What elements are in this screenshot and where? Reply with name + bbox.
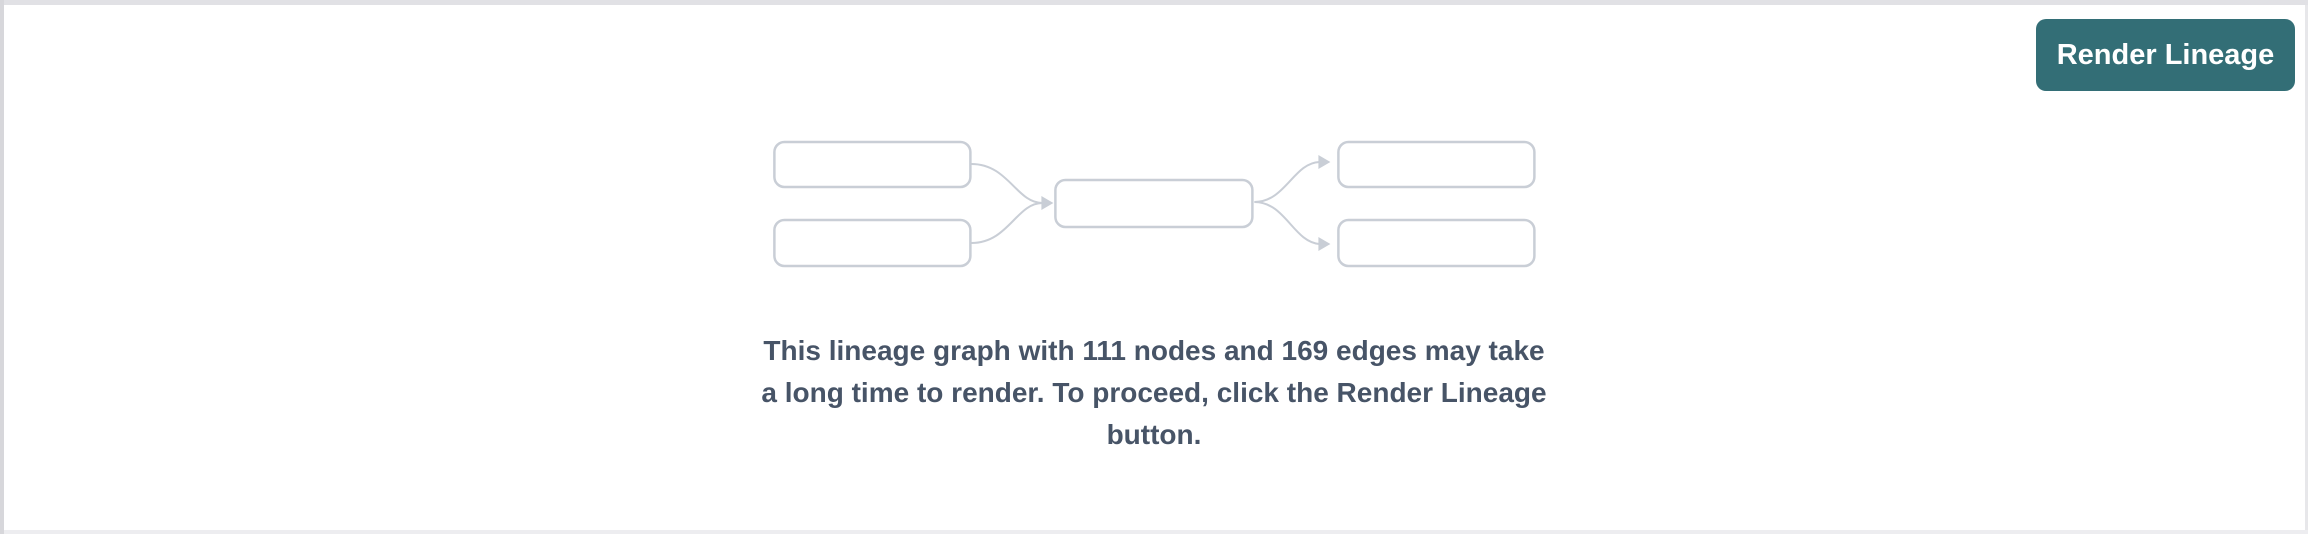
panel-top-border	[0, 0, 2308, 5]
panel-bottom-border	[4, 530, 2308, 534]
message-line: a long time to render. To proceed, click…	[761, 377, 1547, 408]
arrowhead-icon	[1041, 196, 1053, 210]
arrowhead-icon	[1318, 237, 1330, 251]
placeholder-edge	[1253, 201, 1320, 245]
lineage-warning-message: This lineage graph with 111 nodes and 16…	[761, 330, 1546, 456]
placeholder-node	[772, 140, 972, 189]
message-line: This lineage graph with 111 nodes and 16…	[763, 335, 1545, 366]
placeholder-node	[1053, 178, 1254, 229]
arrowhead-icon	[1318, 155, 1330, 169]
lineage-empty-state: This lineage graph with 111 nodes and 16…	[761, 140, 1547, 456]
placeholder-edge	[970, 202, 1043, 244]
panel-right-border	[2305, 5, 2308, 534]
lineage-graph-placeholder-icon	[772, 140, 1536, 268]
message-line: button.	[1106, 419, 1202, 450]
render-lineage-button[interactable]: Render Lineage	[2036, 19, 2295, 91]
placeholder-node	[772, 218, 972, 268]
placeholder-edge	[1253, 161, 1320, 203]
placeholder-node	[1336, 218, 1536, 268]
placeholder-edge	[970, 163, 1043, 204]
placeholder-node	[1336, 140, 1536, 189]
panel-left-border	[0, 0, 4, 534]
